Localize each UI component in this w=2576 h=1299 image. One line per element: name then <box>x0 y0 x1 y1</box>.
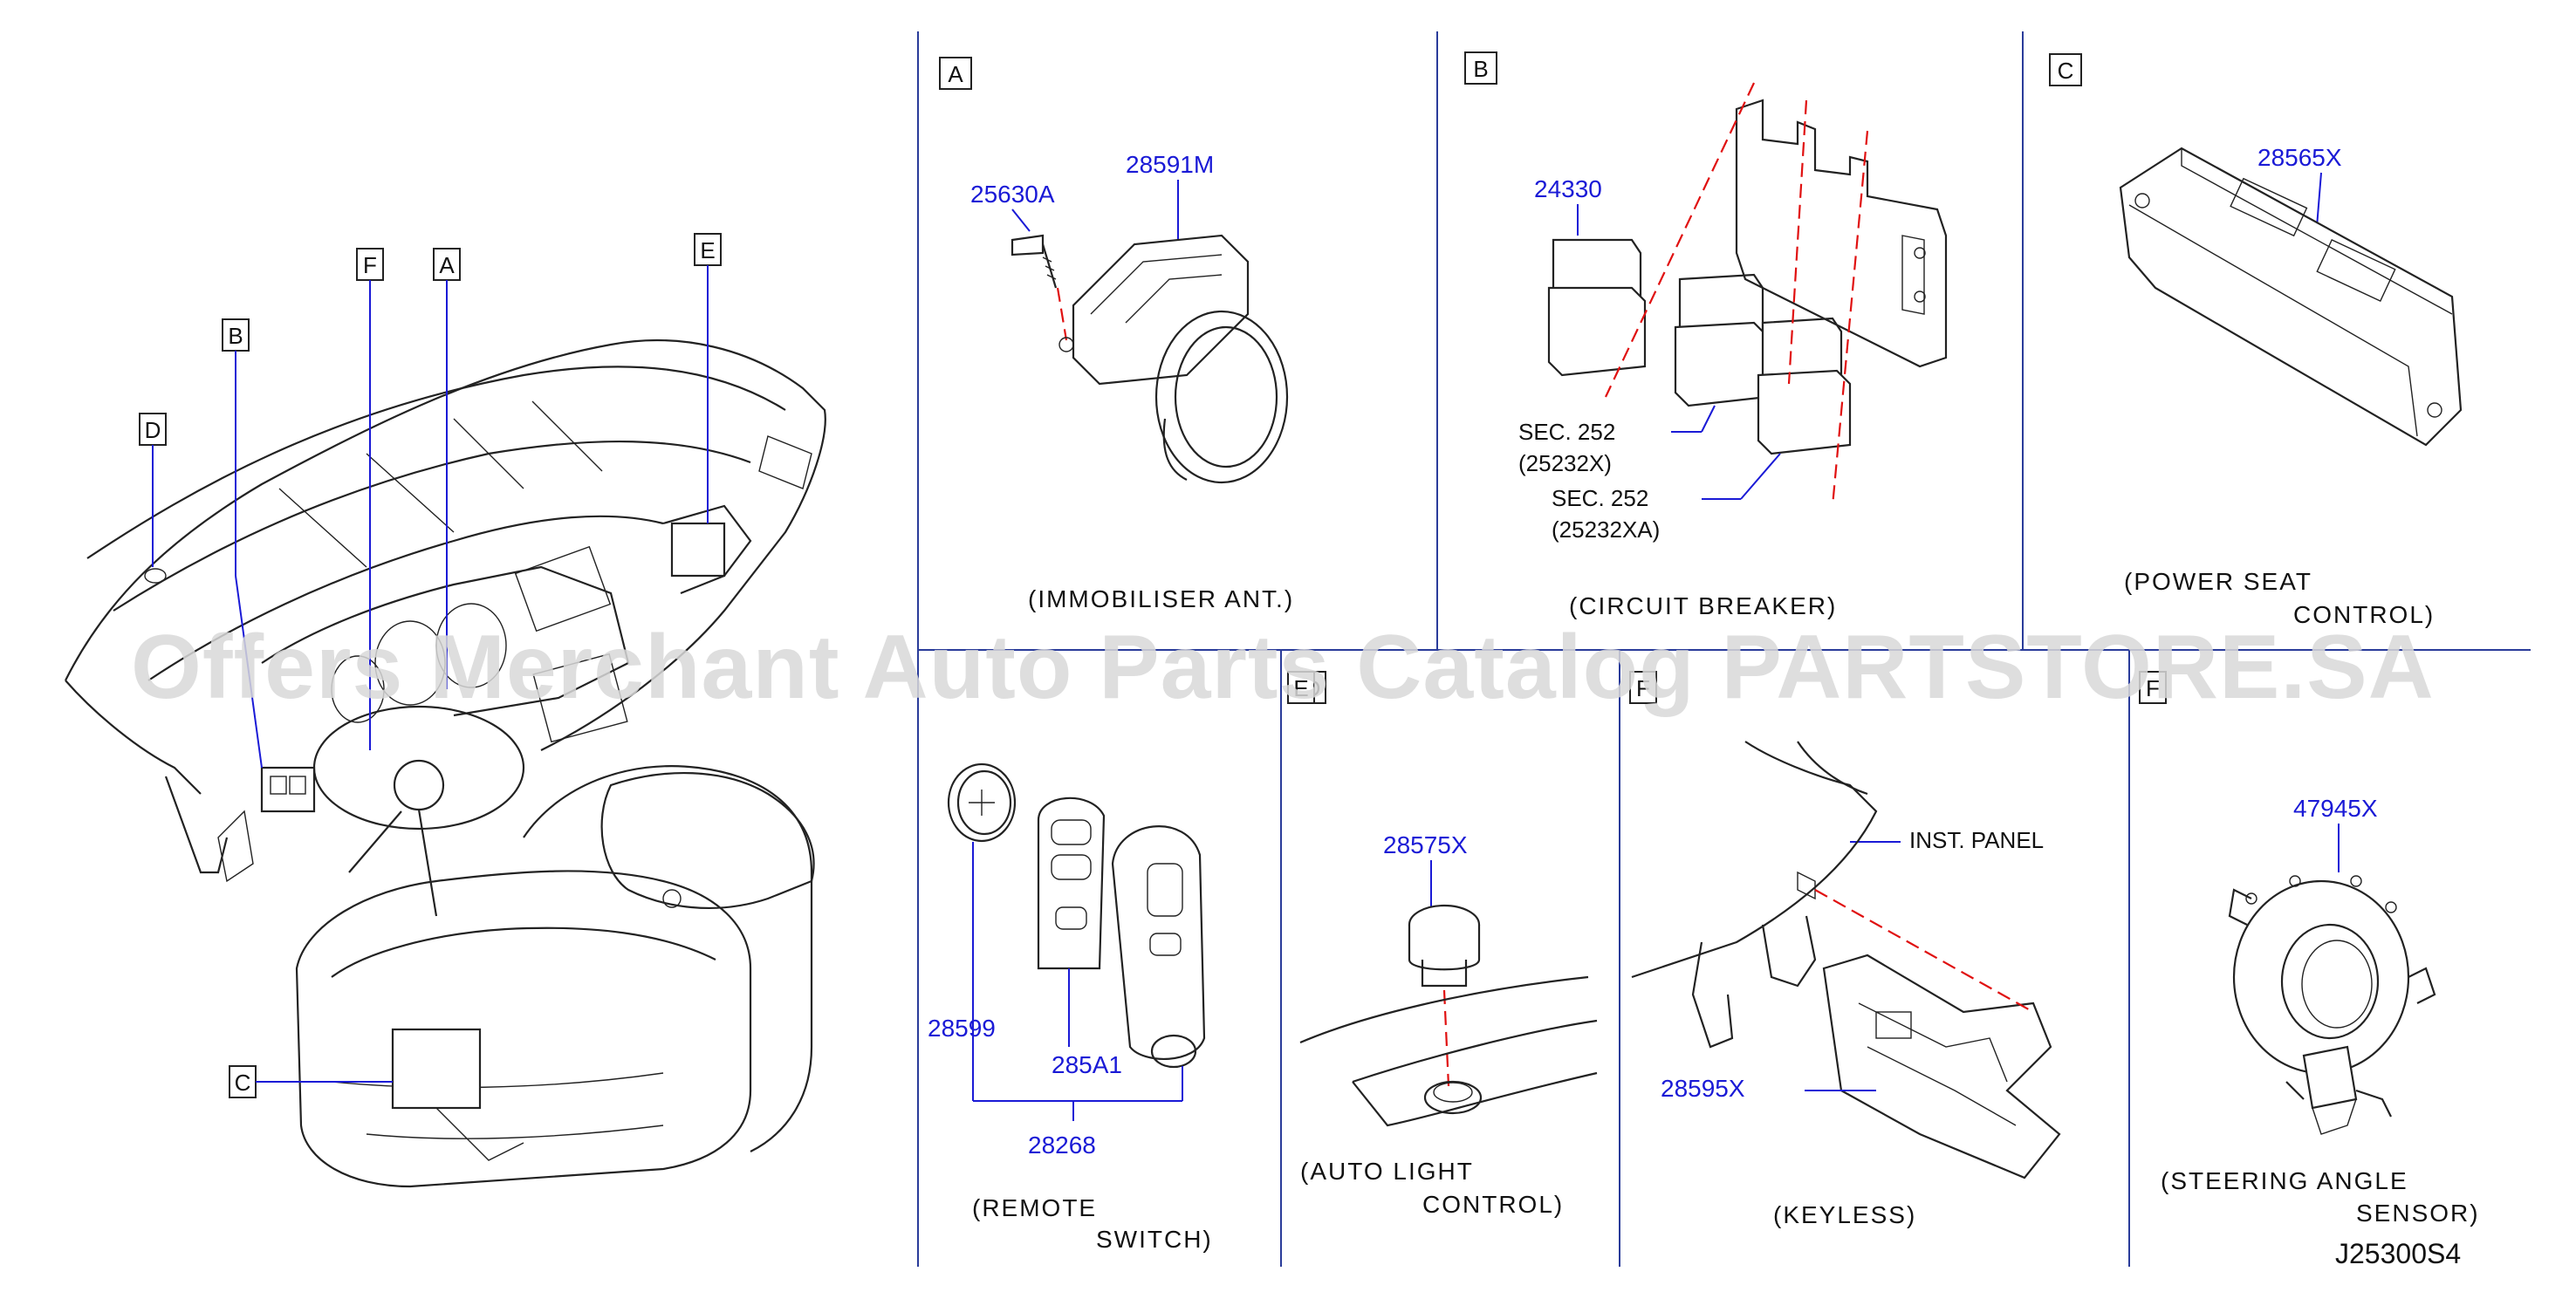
section-b-ref2-line2[interactable]: (25232XA) <box>1552 516 1660 543</box>
diagram-code: J25300S4 <box>2335 1238 2461 1269</box>
svg-text:B: B <box>228 323 243 349</box>
svg-text:E: E <box>700 237 715 263</box>
section-g-caption-line2: SENSOR) <box>2356 1200 2480 1227</box>
section-e-letter: E <box>1293 675 1308 701</box>
section-d-caption-line1: (REMOTE <box>972 1194 1097 1221</box>
part-25630a[interactable]: 25630A <box>970 181 1055 208</box>
section-c-caption-line1: (POWER SEAT <box>2124 568 2312 595</box>
part-28268[interactable]: 28268 <box>1028 1131 1096 1159</box>
section-g-steering-angle: F 47945X (STEERING ANGLE SENSOR) <box>2139 671 2480 1227</box>
section-d-caption-line2: SWITCH) <box>1096 1226 1213 1253</box>
section-e-caption-line1: (AUTO LIGHT <box>1300 1158 1474 1185</box>
section-a-immobiliser: A 25630A 28591M (IMMOBILISER ANT.) <box>939 57 1294 612</box>
section-d-remote-switch: D 28599 285A1 28268 (REMOTE SWITCH) <box>928 671 1326 1253</box>
svg-text:F: F <box>363 252 377 278</box>
section-g-letter: F <box>2146 675 2160 701</box>
part-24330[interactable]: 24330 <box>1534 175 1602 202</box>
part-47945x[interactable]: 47945X <box>2293 795 2378 822</box>
section-dividers <box>917 31 2531 1267</box>
overview-callouts: D B F A E C <box>139 233 722 1098</box>
section-f-letter-box <box>1629 671 1657 704</box>
part-28565x[interactable]: 28565X <box>2257 144 2342 171</box>
section-a-caption: (IMMOBILISER ANT.) <box>1028 585 1294 612</box>
watermark-text: Offers Merchant Auto Parts Catalog PARTS… <box>131 617 2435 718</box>
section-c-caption-line2: CONTROL) <box>2293 601 2435 628</box>
section-b-ref1-line1: SEC. 252 <box>1518 419 1615 445</box>
section-e-auto-light: E 28575X (AUTO LIGHT CONTROL) <box>1287 671 1598 1218</box>
part-285a1[interactable]: 285A1 <box>1052 1051 1122 1078</box>
section-b-circuit-breaker: B 24330 SEC. 252 (25232X) SEC. 252 (2523… <box>1464 51 1948 619</box>
section-g-caption-line1: (STEERING ANGLE <box>2161 1167 2408 1194</box>
section-b-ref1-line2[interactable]: (25232X) <box>1518 450 1612 476</box>
callout-a: A <box>433 248 461 689</box>
inst-panel-label: INST. PANEL <box>1909 827 2044 853</box>
section-f-letter: F <box>1636 675 1650 701</box>
section-f-caption: (KEYLESS) <box>1773 1201 1916 1228</box>
section-c-power-seat: C 28565X (POWER SEAT CONTROL) <box>2049 53 2463 628</box>
svg-text:C: C <box>235 1070 251 1096</box>
section-a-letter-box <box>939 57 972 90</box>
section-e-caption-line2: CONTROL) <box>1422 1191 1564 1218</box>
part-28575x[interactable]: 28575X <box>1383 831 1468 858</box>
overview-dashboard-drawing <box>65 339 826 1188</box>
callout-e: E <box>694 233 722 523</box>
section-a-letter: A <box>948 61 963 87</box>
svg-text:D: D <box>145 417 161 443</box>
section-b-ref2-line1: SEC. 252 <box>1552 485 1648 511</box>
section-b-caption: (CIRCUIT BREAKER) <box>1569 592 1837 619</box>
callout-b: B <box>222 318 263 769</box>
part-28595x[interactable]: 28595X <box>1661 1075 1745 1102</box>
section-f-keyless: F INST. PANEL 28595X (KEYLESS) <box>1629 671 2061 1228</box>
section-g-letter-box <box>2139 671 2167 704</box>
part-28591m[interactable]: 28591M <box>1126 151 1214 178</box>
section-b-letter-box <box>1464 51 1497 85</box>
callout-d: D <box>139 413 167 567</box>
section-e-letter-box <box>1287 671 1315 704</box>
callout-f: F <box>356 248 384 750</box>
part-28599[interactable]: 28599 <box>928 1015 996 1042</box>
section-b-letter: B <box>1473 56 1488 82</box>
svg-text:A: A <box>439 252 455 278</box>
section-c-letter-box <box>2049 53 2082 86</box>
callout-c: C <box>229 1065 393 1098</box>
section-c-letter: C <box>2058 58 2074 84</box>
